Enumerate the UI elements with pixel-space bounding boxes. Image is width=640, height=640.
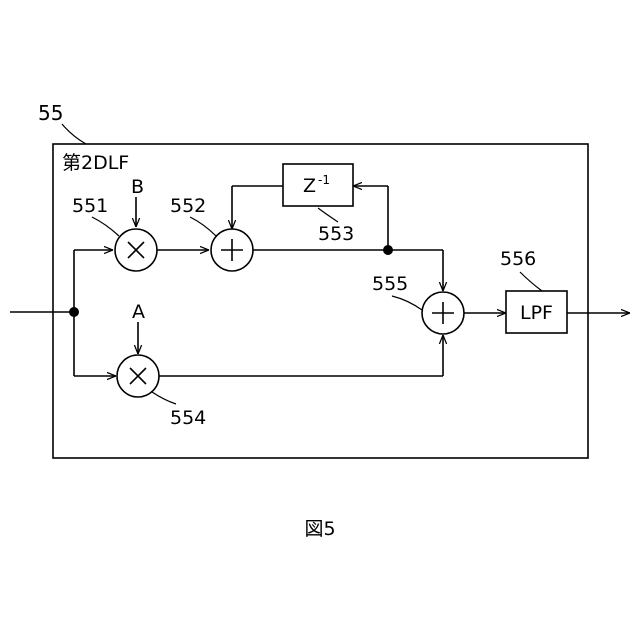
ref-552: 552 [170,195,206,217]
input-b-label: B [131,176,144,198]
ref-553: 553 [318,223,354,245]
ref-556: 556 [500,248,536,270]
block-55-ref: 55 [38,101,63,125]
input-a-label: A [132,301,145,323]
figure-caption: 図5 [0,514,640,541]
leader-553 [318,208,338,222]
leader-554 [152,392,176,404]
leader-552 [190,217,216,236]
ref-554: 554 [170,407,206,429]
block-title: 第2DLF [62,152,129,174]
ref-551: 551 [72,195,108,217]
block-55-leader [62,124,86,144]
lpf-label: LPF [520,302,553,324]
leader-551 [92,217,119,236]
leader-556 [520,272,542,291]
ref-555: 555 [372,273,408,295]
leader-555 [392,296,422,310]
delay-label-base: Z [303,175,316,197]
delay-label-exp: -1 [318,173,330,187]
